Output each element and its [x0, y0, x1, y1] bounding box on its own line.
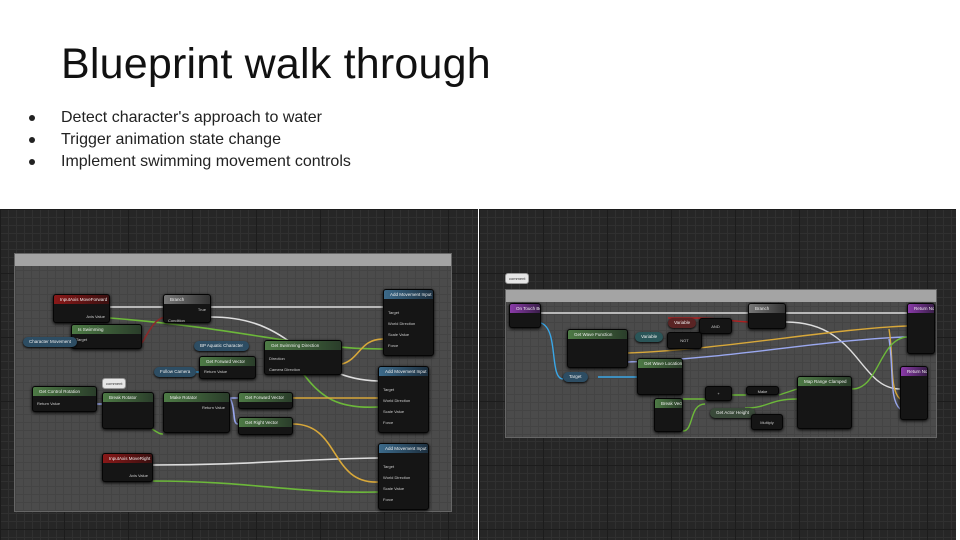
node-get-wave-function[interactable]: Get Wave Function: [567, 329, 628, 368]
var-actor-height[interactable]: Get Actor Height: [710, 408, 756, 418]
pin-label: World Direction: [383, 398, 411, 403]
bullet-list: Detect character's approach to water Tri…: [0, 107, 351, 173]
node-title: Map Range Clamped: [798, 377, 851, 386]
node-break-rotator[interactable]: Break Rotator: [102, 392, 154, 429]
node-title: Break Rotator: [103, 393, 153, 402]
node-make[interactable]: Make: [746, 386, 779, 395]
pin-label: Force: [383, 497, 394, 502]
node-label: Make: [757, 389, 768, 394]
node-multiply[interactable]: Multiply: [751, 414, 783, 430]
node-title: Get Forward Vector: [200, 357, 255, 366]
var-node[interactable]: Variable: [635, 332, 664, 342]
var-target[interactable]: Target: [563, 372, 588, 382]
right-blueprint-screenshot: comment On Touch Begin Branch Return Nod…: [479, 209, 956, 540]
pin-label: Force: [383, 420, 394, 425]
pin-label: Axis Value: [129, 473, 148, 478]
bullet-item: Trigger animation state change: [0, 129, 351, 151]
node-label: Multiply: [760, 420, 774, 425]
node-get-wave-location[interactable]: Get Wave Location: [637, 358, 683, 395]
pin-label: Scale Value: [383, 409, 405, 414]
pin-label: Scale Value: [388, 332, 410, 337]
node-return[interactable]: Return Node: [907, 303, 935, 354]
node-title: Is Swimming: [72, 325, 141, 334]
node-title: Get Right Vector: [239, 418, 292, 427]
node-return[interactable]: Return Node: [900, 366, 928, 420]
node-title: Get Control Rotation: [33, 387, 96, 396]
pin-label: Target: [383, 387, 395, 392]
pin-label: Force: [388, 343, 399, 348]
node-title: Make Rotator: [164, 393, 229, 402]
node-add[interactable]: +: [705, 386, 732, 401]
var-node[interactable]: Variable: [668, 318, 697, 328]
node-label: NOT: [680, 338, 689, 343]
node-title: Return Node: [901, 367, 927, 376]
pin-label: Target: [76, 337, 88, 342]
pin-label: Return Value: [204, 369, 228, 374]
node-title: Get Swimming Direction: [265, 341, 341, 350]
node-and[interactable]: AND: [699, 318, 732, 334]
node-title: InputAxis MoveForward: [54, 295, 109, 304]
node-title: Add Movement Input: [384, 290, 433, 299]
pin-label: Camera Direction: [269, 367, 301, 372]
var-bp-aquatic-character[interactable]: BP Aquatic Character: [194, 341, 249, 351]
pin-label: World Direction: [388, 321, 416, 326]
node-title: Add Movement Input: [379, 444, 428, 453]
node-title: Get Forward Vector: [239, 393, 292, 402]
node-title: Get Wave Location: [638, 359, 682, 368]
pin-label: World Direction: [383, 475, 411, 480]
pin-label: Return Value: [201, 405, 225, 410]
node-get-right-vector[interactable]: Get Right Vector: [238, 417, 293, 435]
pin-label: Scale Value: [383, 486, 405, 491]
comment-bubble[interactable]: comment: [102, 378, 127, 389]
pin-label: Target: [383, 464, 395, 469]
bullet-item: Detect character's approach to water: [0, 107, 351, 129]
node-label: +: [717, 391, 720, 396]
node-title: InputAxis MoveRight: [103, 454, 152, 463]
var-follow-camera[interactable]: Follow Camera: [154, 367, 197, 377]
node-title: Return Node: [908, 304, 934, 313]
bullet-item: Implement swimming movement controls: [0, 151, 351, 173]
node-title: Branch: [164, 295, 210, 304]
node-on-touch-begin[interactable]: On Touch Begin: [509, 303, 541, 328]
node-label: AND: [711, 324, 720, 329]
node-title: Branch: [749, 304, 785, 313]
node-title: On Touch Begin: [510, 304, 540, 313]
pin-label: Axis Value: [86, 314, 105, 319]
node-not[interactable]: NOT: [667, 332, 702, 349]
pin-label: Direction: [269, 356, 285, 361]
pin-label: True: [197, 307, 206, 312]
node-branch[interactable]: Branch: [748, 303, 786, 329]
pin-label: Return Value: [37, 401, 61, 406]
pin-label: Target: [388, 310, 400, 315]
node-get-forward-vector[interactable]: Get Forward Vector: [238, 392, 293, 409]
node-break-vector[interactable]: Break Vector: [654, 398, 683, 432]
node-map-range-clamped[interactable]: Map Range Clamped: [797, 376, 852, 429]
node-title: Add Movement Input: [379, 367, 428, 376]
comment-bubble[interactable]: comment: [505, 273, 530, 284]
var-character-movement[interactable]: Character Movement: [23, 337, 78, 347]
pin-label: Condition: [168, 318, 185, 323]
node-title: Break Vector: [655, 399, 682, 408]
node-title: Get Wave Function: [568, 330, 627, 339]
slide-title: Blueprint walk through: [61, 40, 491, 88]
